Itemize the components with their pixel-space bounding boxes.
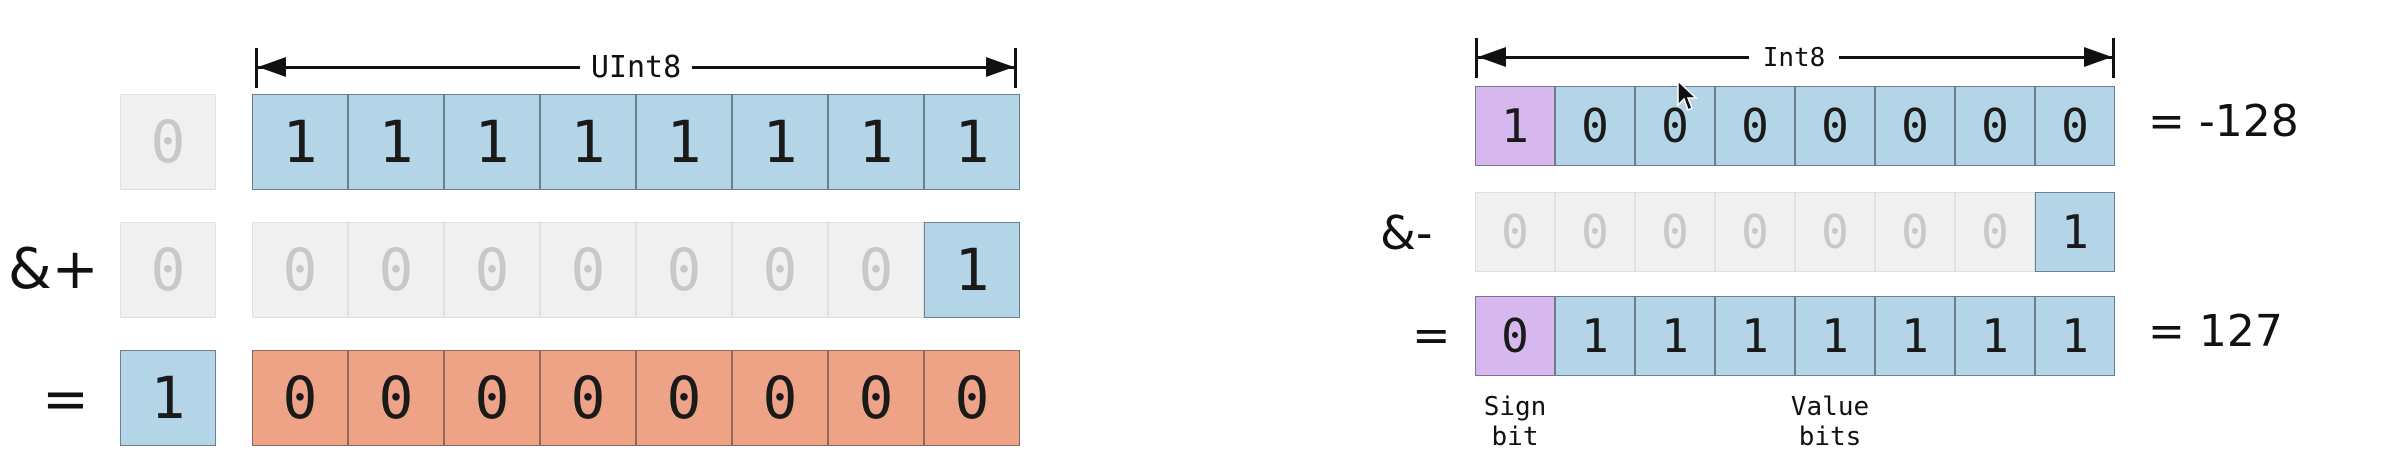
mouse-pointer-icon — [1677, 79, 1698, 112]
bit-cell: 1 — [1875, 296, 1955, 376]
sign-bit-caption: Sign bit — [1483, 392, 1547, 452]
bit-cell: 0 — [1715, 86, 1795, 166]
bit-cell: 0 — [1795, 192, 1875, 272]
uint8-row-b-overflow: 0 — [120, 222, 216, 318]
bit-cell: 0 — [348, 350, 444, 446]
uint8-row-b-bits: 0 0 0 0 0 0 0 1 — [252, 222, 1020, 318]
equals-operator: = — [42, 367, 89, 432]
bit-cell: 0 — [1635, 192, 1715, 272]
bit-cell: 0 — [1715, 192, 1795, 272]
bit-cell: 0 — [1795, 86, 1875, 166]
bit-cell: 1 — [732, 94, 828, 190]
int8-width-marker: Int8 — [1475, 38, 2115, 78]
bit-cell: 0 — [1875, 192, 1955, 272]
bit-cell: 1 — [636, 94, 732, 190]
bit-cell: 0 — [1555, 86, 1635, 166]
equals-operator: = — [1412, 308, 1451, 362]
bit-cell: 1 — [924, 222, 1020, 318]
bit-cell: 1 — [1955, 296, 2035, 376]
bit-cell: 0 — [540, 350, 636, 446]
bit-cell: 1 — [1555, 296, 1635, 376]
bit-cell: 1 — [348, 94, 444, 190]
overflow-bit-cell: 0 — [120, 94, 216, 190]
uint8-row-c-bits: 0 0 0 0 0 0 0 0 — [252, 350, 1020, 446]
bit-cell: 0 — [828, 222, 924, 318]
value-bits-caption: Value bits — [1790, 392, 1870, 452]
bit-cell: 1 — [1715, 296, 1795, 376]
uint8-width-marker: UInt8 — [255, 48, 1017, 88]
overflow-subtract-operator: &- — [1380, 206, 1433, 260]
bit-cell: 0 — [540, 222, 636, 318]
bit-cell: 0 — [444, 350, 540, 446]
bit-cell: 1 — [1635, 296, 1715, 376]
overflow-bit-cell: 1 — [120, 350, 216, 446]
bit-cell: 0 — [924, 350, 1020, 446]
bit-cell: 0 — [2035, 86, 2115, 166]
int8-result-c: = 127 — [2148, 306, 2283, 357]
bit-cell: 0 — [1555, 192, 1635, 272]
bit-cell: 0 — [1955, 192, 2035, 272]
uint8-row-a-bits: 1 1 1 1 1 1 1 1 — [252, 94, 1020, 190]
bit-cell: 1 — [252, 94, 348, 190]
int8-type-label: Int8 — [1749, 38, 1839, 78]
bit-cell: 0 — [1475, 192, 1555, 272]
sign-bit-cell: 1 — [1475, 86, 1555, 166]
bit-cell: 0 — [1955, 86, 2035, 166]
uint8-type-label: UInt8 — [580, 48, 692, 88]
int8-row-b-bits: 0 0 0 0 0 0 0 1 — [1475, 192, 2115, 272]
bit-cell: 1 — [2035, 192, 2115, 272]
bit-cell: 1 — [540, 94, 636, 190]
bit-cell: 1 — [2035, 296, 2115, 376]
bit-cell: 0 — [732, 350, 828, 446]
overflow-add-operator: &+ — [8, 237, 99, 302]
bit-cell: 1 — [828, 94, 924, 190]
bit-cell: 0 — [252, 350, 348, 446]
bit-cell: 0 — [1635, 86, 1715, 166]
int8-row-a-bits: 1 0 0 0 0 0 0 0 — [1475, 86, 2115, 166]
bit-cell: 0 — [636, 350, 732, 446]
bit-cell: 0 — [828, 350, 924, 446]
uint8-row-a-overflow: 0 — [120, 94, 216, 190]
sign-bit-cell: 0 — [1475, 296, 1555, 376]
bit-cell: 0 — [636, 222, 732, 318]
overflow-bit-cell: 0 — [120, 222, 216, 318]
int8-result-a: = -128 — [2148, 96, 2299, 147]
bit-cell: 0 — [732, 222, 828, 318]
bit-cell: 1 — [444, 94, 540, 190]
bit-cell: 0 — [1875, 86, 1955, 166]
bit-cell: 0 — [252, 222, 348, 318]
bit-cell: 0 — [444, 222, 540, 318]
bit-cell: 1 — [1795, 296, 1875, 376]
uint8-row-c-overflow: 1 — [120, 350, 216, 446]
bit-cell: 1 — [924, 94, 1020, 190]
int8-row-c-bits: 0 1 1 1 1 1 1 1 — [1475, 296, 2115, 376]
bit-cell: 0 — [348, 222, 444, 318]
